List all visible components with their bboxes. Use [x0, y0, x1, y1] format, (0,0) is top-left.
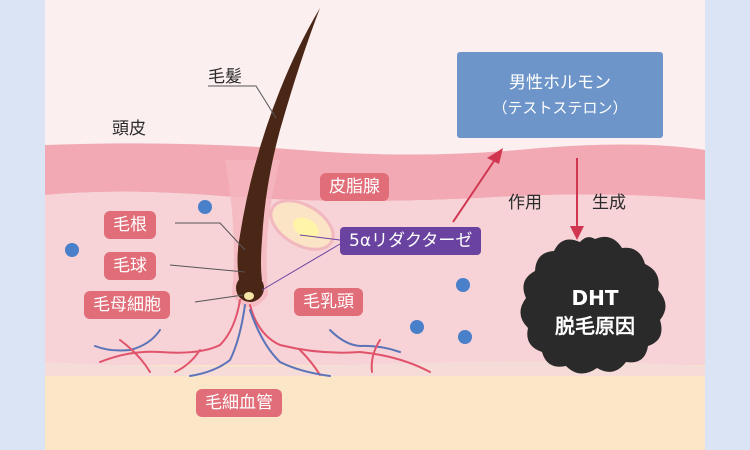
produce-arrow	[570, 158, 584, 240]
left-margin	[0, 0, 45, 450]
subcutaneous-layer	[45, 365, 705, 450]
label-hair: 毛髪	[208, 67, 242, 87]
subcutaneous-boundary	[45, 361, 705, 376]
action-arrow	[452, 148, 503, 223]
hormone-subtitle: （テストステロン）	[492, 99, 628, 117]
blue-dots	[65, 200, 472, 344]
label-matrix-cell: 毛母細胞	[84, 291, 170, 319]
dermal-papilla-shape	[244, 292, 254, 300]
hair-shaft	[237, 8, 320, 291]
leader-lines	[169, 85, 277, 303]
label-dermal-papilla: 毛乳頭	[294, 288, 363, 316]
label-enzyme: 5αリダクターゼ	[340, 227, 482, 255]
hormone-box: 男性ホルモン （テストステロン）	[457, 52, 663, 138]
enzyme-leader-2	[261, 243, 341, 291]
dht-text: DHT 脱毛原因	[520, 284, 670, 340]
epidermis-layer	[45, 143, 705, 202]
enzyme-leader	[299, 234, 341, 241]
sebaceous-gland-core	[293, 217, 319, 239]
dht-badge	[520, 236, 666, 374]
dht-title: DHT	[571, 286, 619, 310]
dht-subtitle: 脱毛原因	[555, 314, 635, 338]
label-action: 作用	[508, 193, 542, 213]
label-capillary: 毛細血管	[196, 389, 282, 417]
label-sebaceous-gland: 皮脂腺	[320, 173, 389, 201]
hormone-title: 男性ホルモン	[509, 73, 611, 93]
label-hair-bulb: 毛球	[104, 252, 156, 280]
label-produce: 生成	[592, 193, 626, 213]
label-scalp: 頭皮	[112, 119, 146, 139]
capillaries	[94, 299, 431, 377]
right-margin	[705, 0, 750, 450]
label-hair-root: 毛根	[104, 211, 156, 239]
